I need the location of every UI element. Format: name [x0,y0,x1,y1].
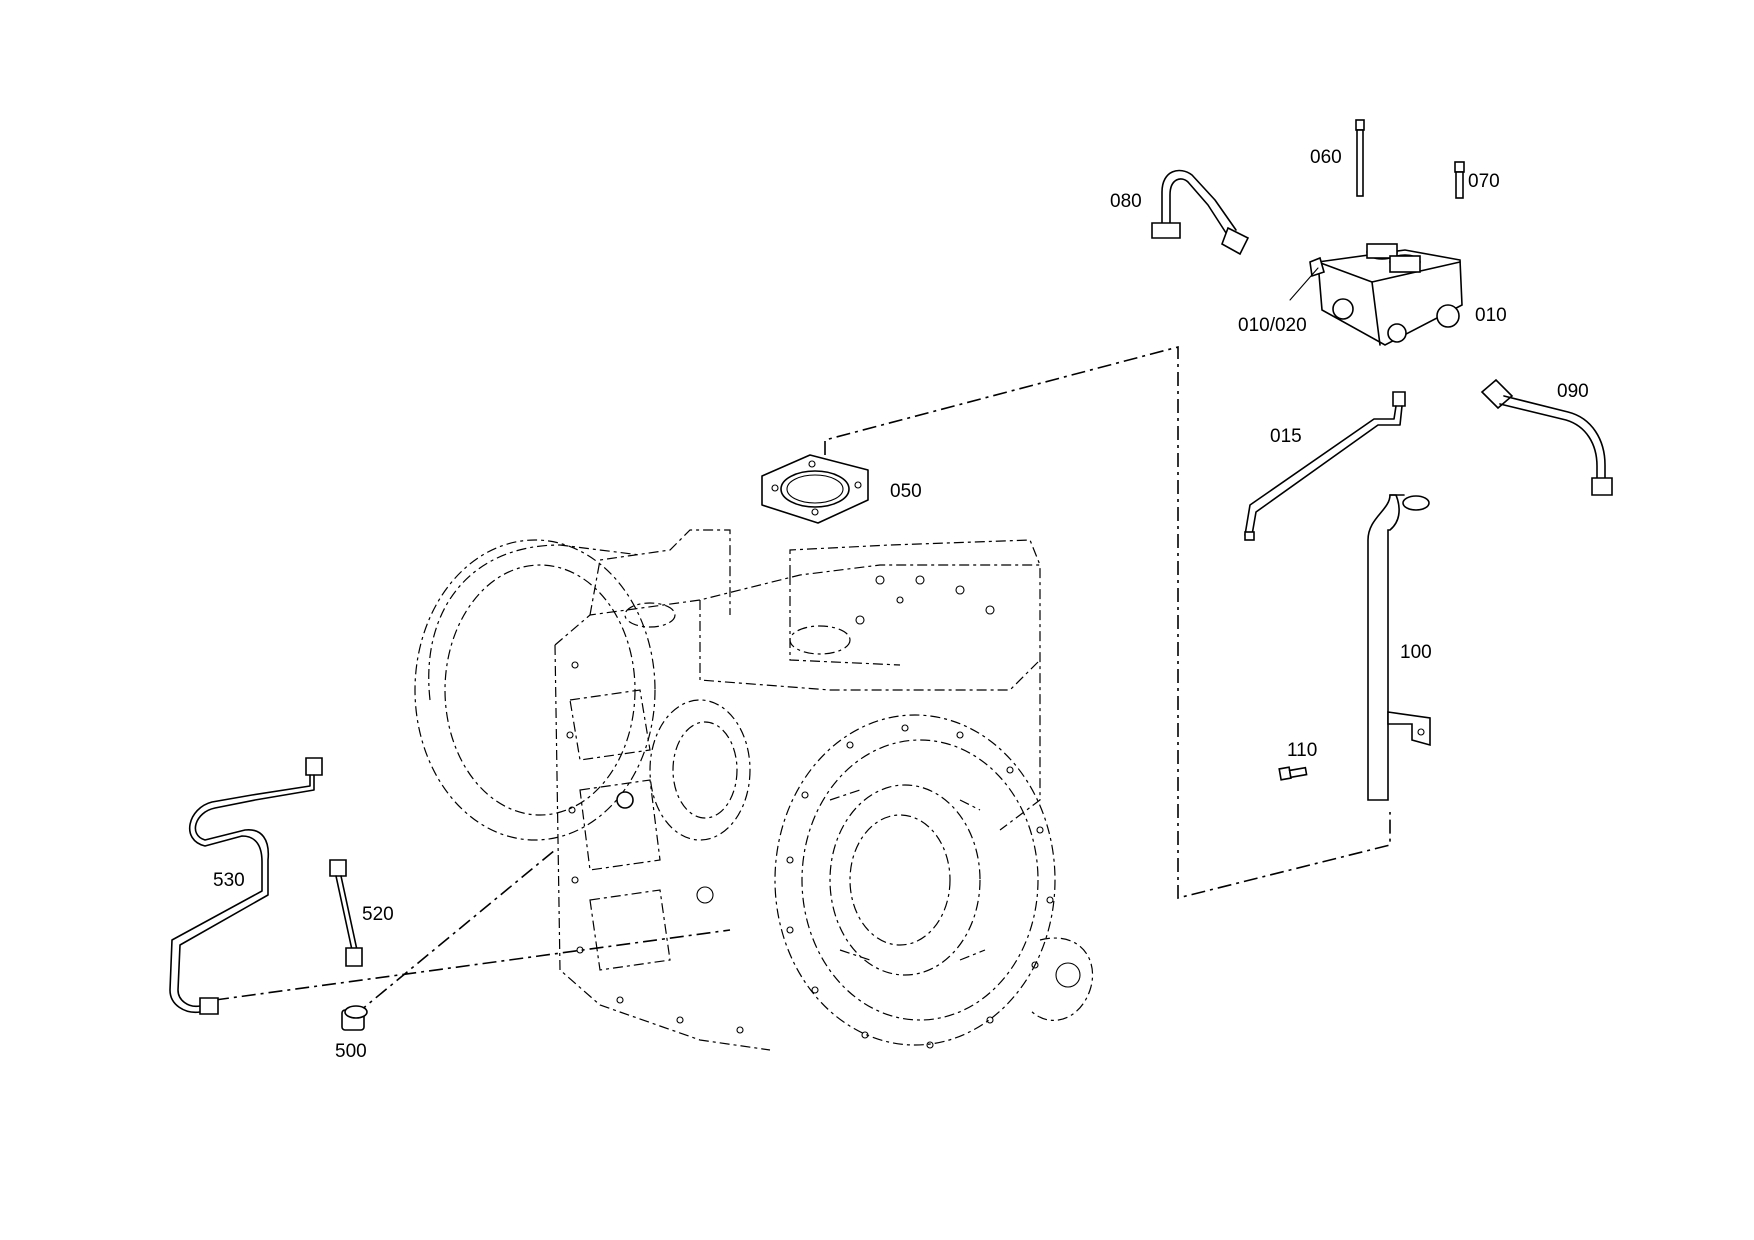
bolt-070 [1454,161,1465,199]
pipe-530 [169,757,323,1015]
callout-500: 500 [335,1041,367,1062]
assembly-lines [214,345,1391,1016]
transmission-housing [414,529,1094,1051]
fitting-500 [341,1005,368,1031]
callout-530: 530 [213,870,245,891]
pipe-520 [329,859,363,967]
callout-090: 090 [1557,381,1589,402]
pipe-100 [1367,494,1431,801]
callout-015: 015 [1270,426,1302,447]
callout-010: 010 [1475,305,1507,326]
callout-080: 080 [1110,191,1142,212]
callout-100: 100 [1400,642,1432,663]
gasket-050 [761,454,869,524]
pipe-090 [1480,378,1613,496]
callout-520: 520 [362,904,394,925]
pipe-080 [1151,169,1250,256]
bolt-110 [1278,766,1308,781]
callout-060: 060 [1310,147,1342,168]
callout-010-020: 010/020 [1238,315,1307,336]
pipe-015 [1244,391,1406,541]
callout-070: 070 [1468,171,1500,192]
callout-110: 110 [1287,740,1318,761]
bolt-060 [1355,119,1365,197]
flange-bolt-holes [786,724,1054,1049]
valve-block-010 [1289,243,1463,346]
callout-050: 050 [890,481,922,502]
